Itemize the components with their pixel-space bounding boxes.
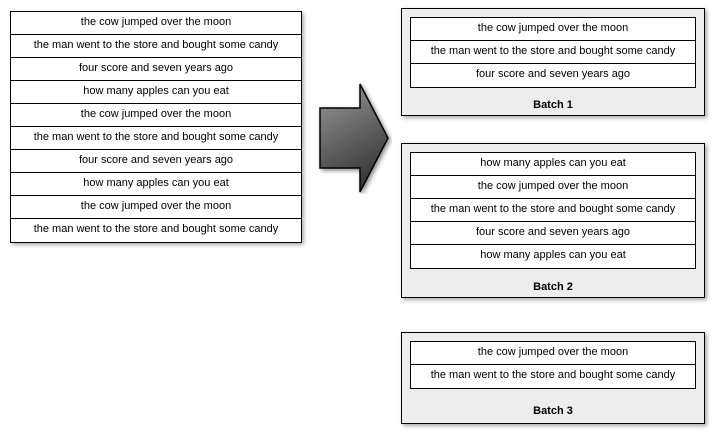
batch-panel: how many apples can you eat the cow jump… xyxy=(401,143,705,298)
batch-label: Batch 3 xyxy=(533,405,573,417)
batch-table: the cow jumped over the moon the man wen… xyxy=(410,341,696,389)
batch-row: four score and seven years ago xyxy=(475,68,631,80)
batch-row: the cow jumped over the moon xyxy=(411,342,695,365)
batch-label: Batch 2 xyxy=(533,281,573,293)
input-row: how many apples can you eat xyxy=(11,81,301,104)
batch-row: how many apples can you eat xyxy=(411,153,695,176)
batch-table: how many apples can you eat the cow jump… xyxy=(410,152,696,269)
batch-row: how many apples can you eat xyxy=(480,249,626,261)
input-row: how many apples can you eat xyxy=(11,173,301,196)
batch-panel: the cow jumped over the moon the man wen… xyxy=(401,332,705,424)
input-row: the man went to the store and bought som… xyxy=(33,223,279,235)
input-sentence-table: the cow jumped over the moon the man wen… xyxy=(10,11,302,243)
input-row: four score and seven years ago xyxy=(11,58,301,81)
input-row: the cow jumped over the moon xyxy=(11,12,301,35)
input-row: the man went to the store and bought som… xyxy=(11,127,301,150)
input-row: four score and seven years ago xyxy=(11,150,301,173)
batch-table: the cow jumped over the moon the man wen… xyxy=(410,17,696,88)
batch-label: Batch 1 xyxy=(533,99,573,111)
batch-row: the man went to the store and bought som… xyxy=(411,41,695,64)
batch-row: the man went to the store and bought som… xyxy=(430,369,676,381)
right-block-arrow-icon xyxy=(316,82,392,194)
input-row: the cow jumped over the moon xyxy=(11,196,301,219)
input-row: the cow jumped over the moon xyxy=(11,104,301,127)
batch-row: the cow jumped over the moon xyxy=(411,176,695,199)
batch-panel: the cow jumped over the moon the man wen… xyxy=(401,8,705,116)
batch-row: the cow jumped over the moon xyxy=(411,18,695,41)
batch-row: four score and seven years ago xyxy=(411,222,695,245)
input-row: the man went to the store and bought som… xyxy=(11,35,301,58)
batch-row: the man went to the store and bought som… xyxy=(411,199,695,222)
